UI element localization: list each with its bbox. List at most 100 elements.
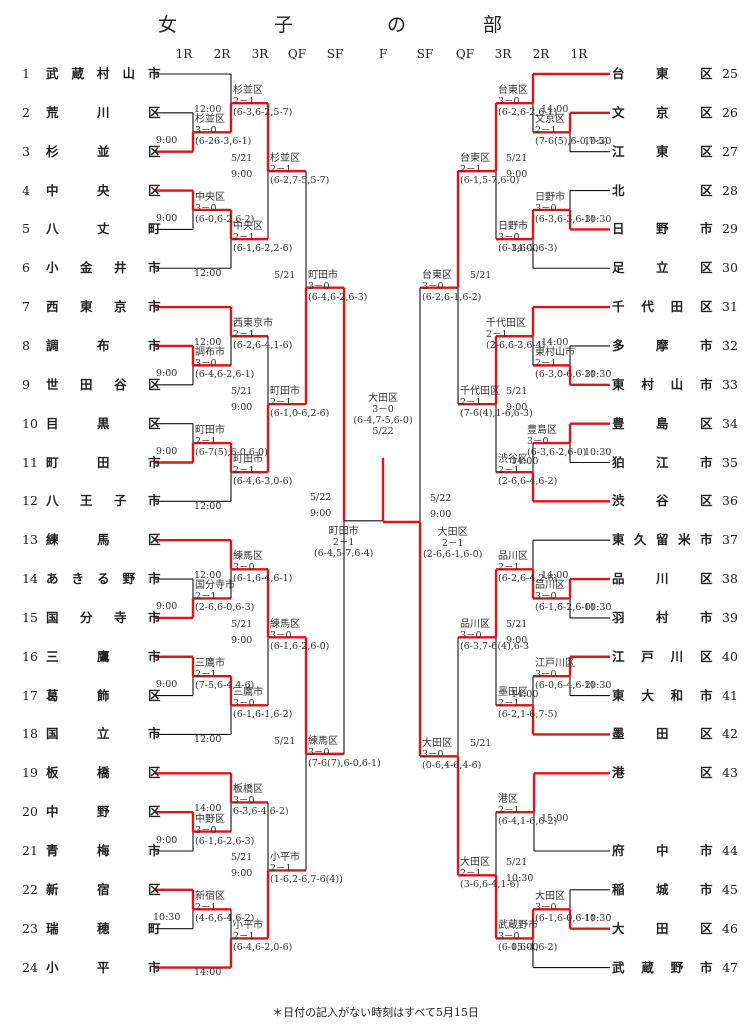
match-sets: (1-6,2-6,7-6(4))	[270, 874, 343, 886]
match-winner: 町田市	[308, 269, 338, 281]
match-score: 2－1	[270, 164, 292, 176]
match-sets: (6-7(5),6-0,6-0)	[195, 447, 268, 459]
match-sets: (6-2,6-1,6-2)	[422, 291, 482, 303]
title-char: 子	[274, 14, 294, 36]
match-time: 14:00	[511, 689, 539, 701]
match-score: 2－1	[233, 232, 255, 244]
match-winner: 三鷹市	[233, 687, 263, 699]
team-number: 22	[22, 881, 38, 897]
match-time: 12:00	[194, 337, 222, 349]
round-header-3r-left: 3R	[251, 47, 269, 61]
match-winner: 練馬区	[233, 551, 263, 563]
match-sets: (3-6,6-4,1-6)	[460, 879, 520, 891]
match-sets: (6-1,6-2,6-0)	[535, 602, 595, 614]
match-winner: 杉並区	[270, 153, 300, 165]
team-number: 44	[722, 843, 738, 858]
match-time: 14:00	[541, 337, 569, 349]
match-sets: (6-1,0-6,2-6)	[270, 408, 330, 420]
match-time: 10:30	[584, 136, 612, 148]
match-sets: (6-4,5-7,6-4)	[314, 547, 374, 559]
match-score: 3－0	[535, 591, 557, 603]
match-time: 10:30	[584, 602, 612, 614]
match-date: 5/21	[506, 619, 528, 631]
match-sets: (6-2,6-4,2-6)	[498, 573, 558, 585]
team-number: 39	[722, 609, 738, 625]
match-date: 5/21	[470, 738, 492, 750]
match-date: 5/22	[310, 491, 332, 503]
match-time: 14:00	[541, 104, 569, 116]
match-sets: (7-6(4),1-6,6-3)	[460, 408, 533, 420]
match-score: 3－0	[460, 630, 482, 642]
team-number: 4	[22, 182, 30, 198]
match-winner: 品川区	[498, 551, 528, 563]
match-winner: 渋谷区	[498, 454, 528, 466]
match-score: 3－0	[422, 749, 444, 761]
round-header-3r-right: 3R	[494, 47, 512, 61]
match-score: 3－0	[233, 562, 255, 574]
match-sets: (6-1,6-2,2-6)	[233, 243, 293, 255]
team-number: 3	[22, 143, 30, 159]
match-date: 5/21	[231, 386, 253, 398]
match-score: 2－1	[233, 329, 255, 341]
final-date: 5/22	[372, 425, 394, 437]
match-sets: (4-6,6-4,6-2)	[195, 913, 255, 925]
match-score: 3－0	[233, 698, 255, 710]
match-score: 2－1	[441, 537, 464, 549]
match-winner: 江戸川区	[535, 658, 575, 670]
match-sets: (6-3,0-6,6-3)	[535, 369, 595, 381]
team-number: 21	[22, 843, 38, 858]
match-sets: (6-1,6-0,6-1)	[535, 913, 595, 925]
match-sets: (2-6,6-3,6-4)	[486, 340, 546, 352]
team-number: 2	[22, 104, 30, 120]
match-winner: 大田区	[422, 738, 452, 750]
match-sets: (2-6,6-1,6-0)	[423, 548, 483, 560]
match-time: 9:00	[506, 402, 528, 414]
match-sets: (6-4,1-6,6-2)	[498, 816, 558, 828]
team-number: 9	[22, 376, 30, 392]
match-score: 2－1	[498, 805, 520, 817]
match-time: 9:00	[156, 135, 178, 147]
team-number: 46	[722, 920, 738, 936]
match-time: 10:30	[153, 912, 181, 924]
match-score: 3－0	[308, 746, 330, 758]
team-number: 8	[22, 337, 30, 353]
team-number: 13	[22, 532, 38, 548]
title-char: 部	[483, 14, 503, 36]
match-time: 9:00	[156, 679, 178, 691]
match-time: 9:00	[506, 169, 528, 181]
match-score: 3－0	[535, 669, 557, 681]
match-winner: 豊島区	[527, 425, 557, 437]
match-score: 3－0	[195, 125, 217, 137]
team-number: 25	[722, 66, 738, 81]
team-number: 6	[22, 260, 30, 276]
match-time: 9:00	[231, 868, 253, 880]
team-number: 43	[722, 765, 738, 781]
match-sets: (2-6,6-0,6-3)	[195, 602, 255, 614]
